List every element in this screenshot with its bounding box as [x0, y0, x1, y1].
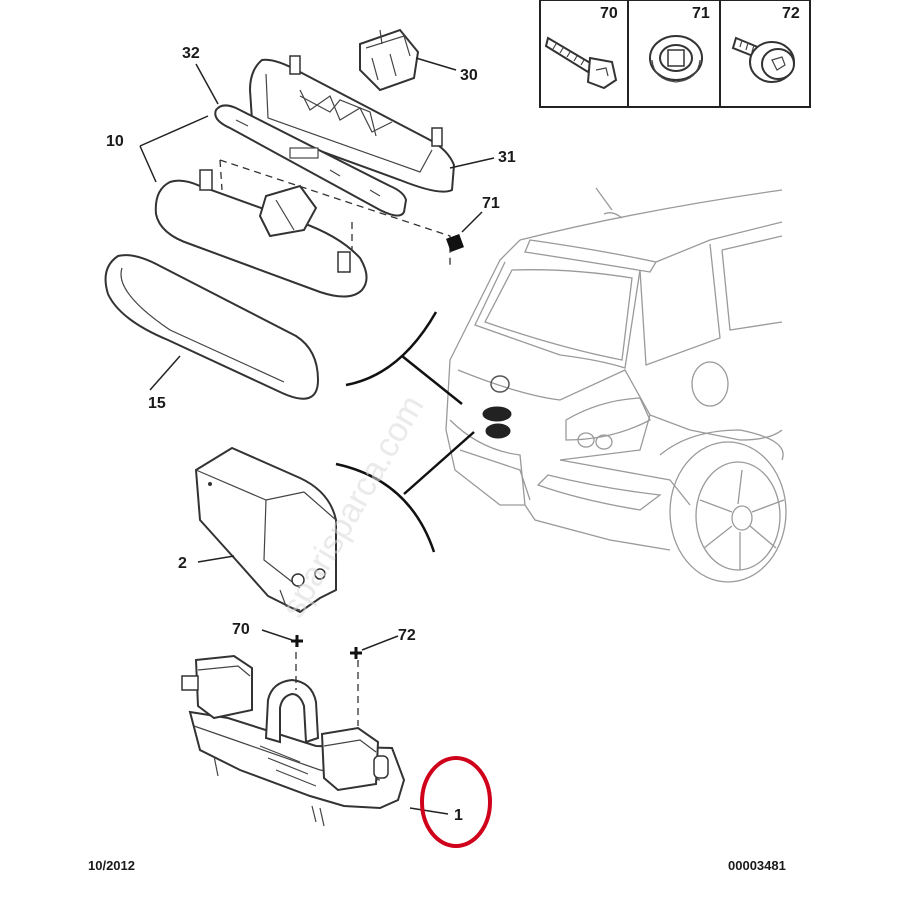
clip-71-icon [446, 234, 464, 252]
callout-1: 1 [454, 807, 463, 824]
handle-10 [154, 169, 368, 298]
callout-71: 71 [482, 195, 500, 212]
callout-31: 31 [498, 149, 516, 166]
footer-reference: 00003481 [728, 858, 786, 873]
screw-70-mark-icon [291, 635, 303, 647]
lock-motor-2 [194, 446, 337, 614]
callout-15: 15 [148, 395, 166, 412]
lock-1 [181, 654, 406, 827]
screw-72-icon [731, 36, 795, 83]
legend-label-70: 70 [600, 5, 618, 22]
gasket-32 [214, 104, 408, 217]
car-rear-view [445, 187, 787, 583]
callout-30: 30 [460, 67, 478, 84]
handle-base-31 [248, 55, 456, 193]
connector-30 [359, 28, 420, 92]
legend-label-71: 71 [692, 5, 710, 22]
callout-32: 32 [182, 45, 200, 62]
callout-72: 72 [398, 627, 416, 644]
footer-date: 10/2012 [88, 858, 135, 873]
screw-70-icon [544, 36, 618, 90]
callout-10: 10 [106, 133, 124, 150]
callout-70: 70 [232, 621, 250, 638]
callout-2: 2 [178, 555, 187, 572]
legend-label-72: 72 [782, 5, 800, 22]
fastener-legend: 70 71 72 [539, 0, 811, 108]
screw-72-mark-icon [350, 647, 362, 659]
trim-15 [104, 254, 320, 400]
washer-71-icon [649, 35, 703, 83]
highlight-circle [420, 756, 492, 848]
